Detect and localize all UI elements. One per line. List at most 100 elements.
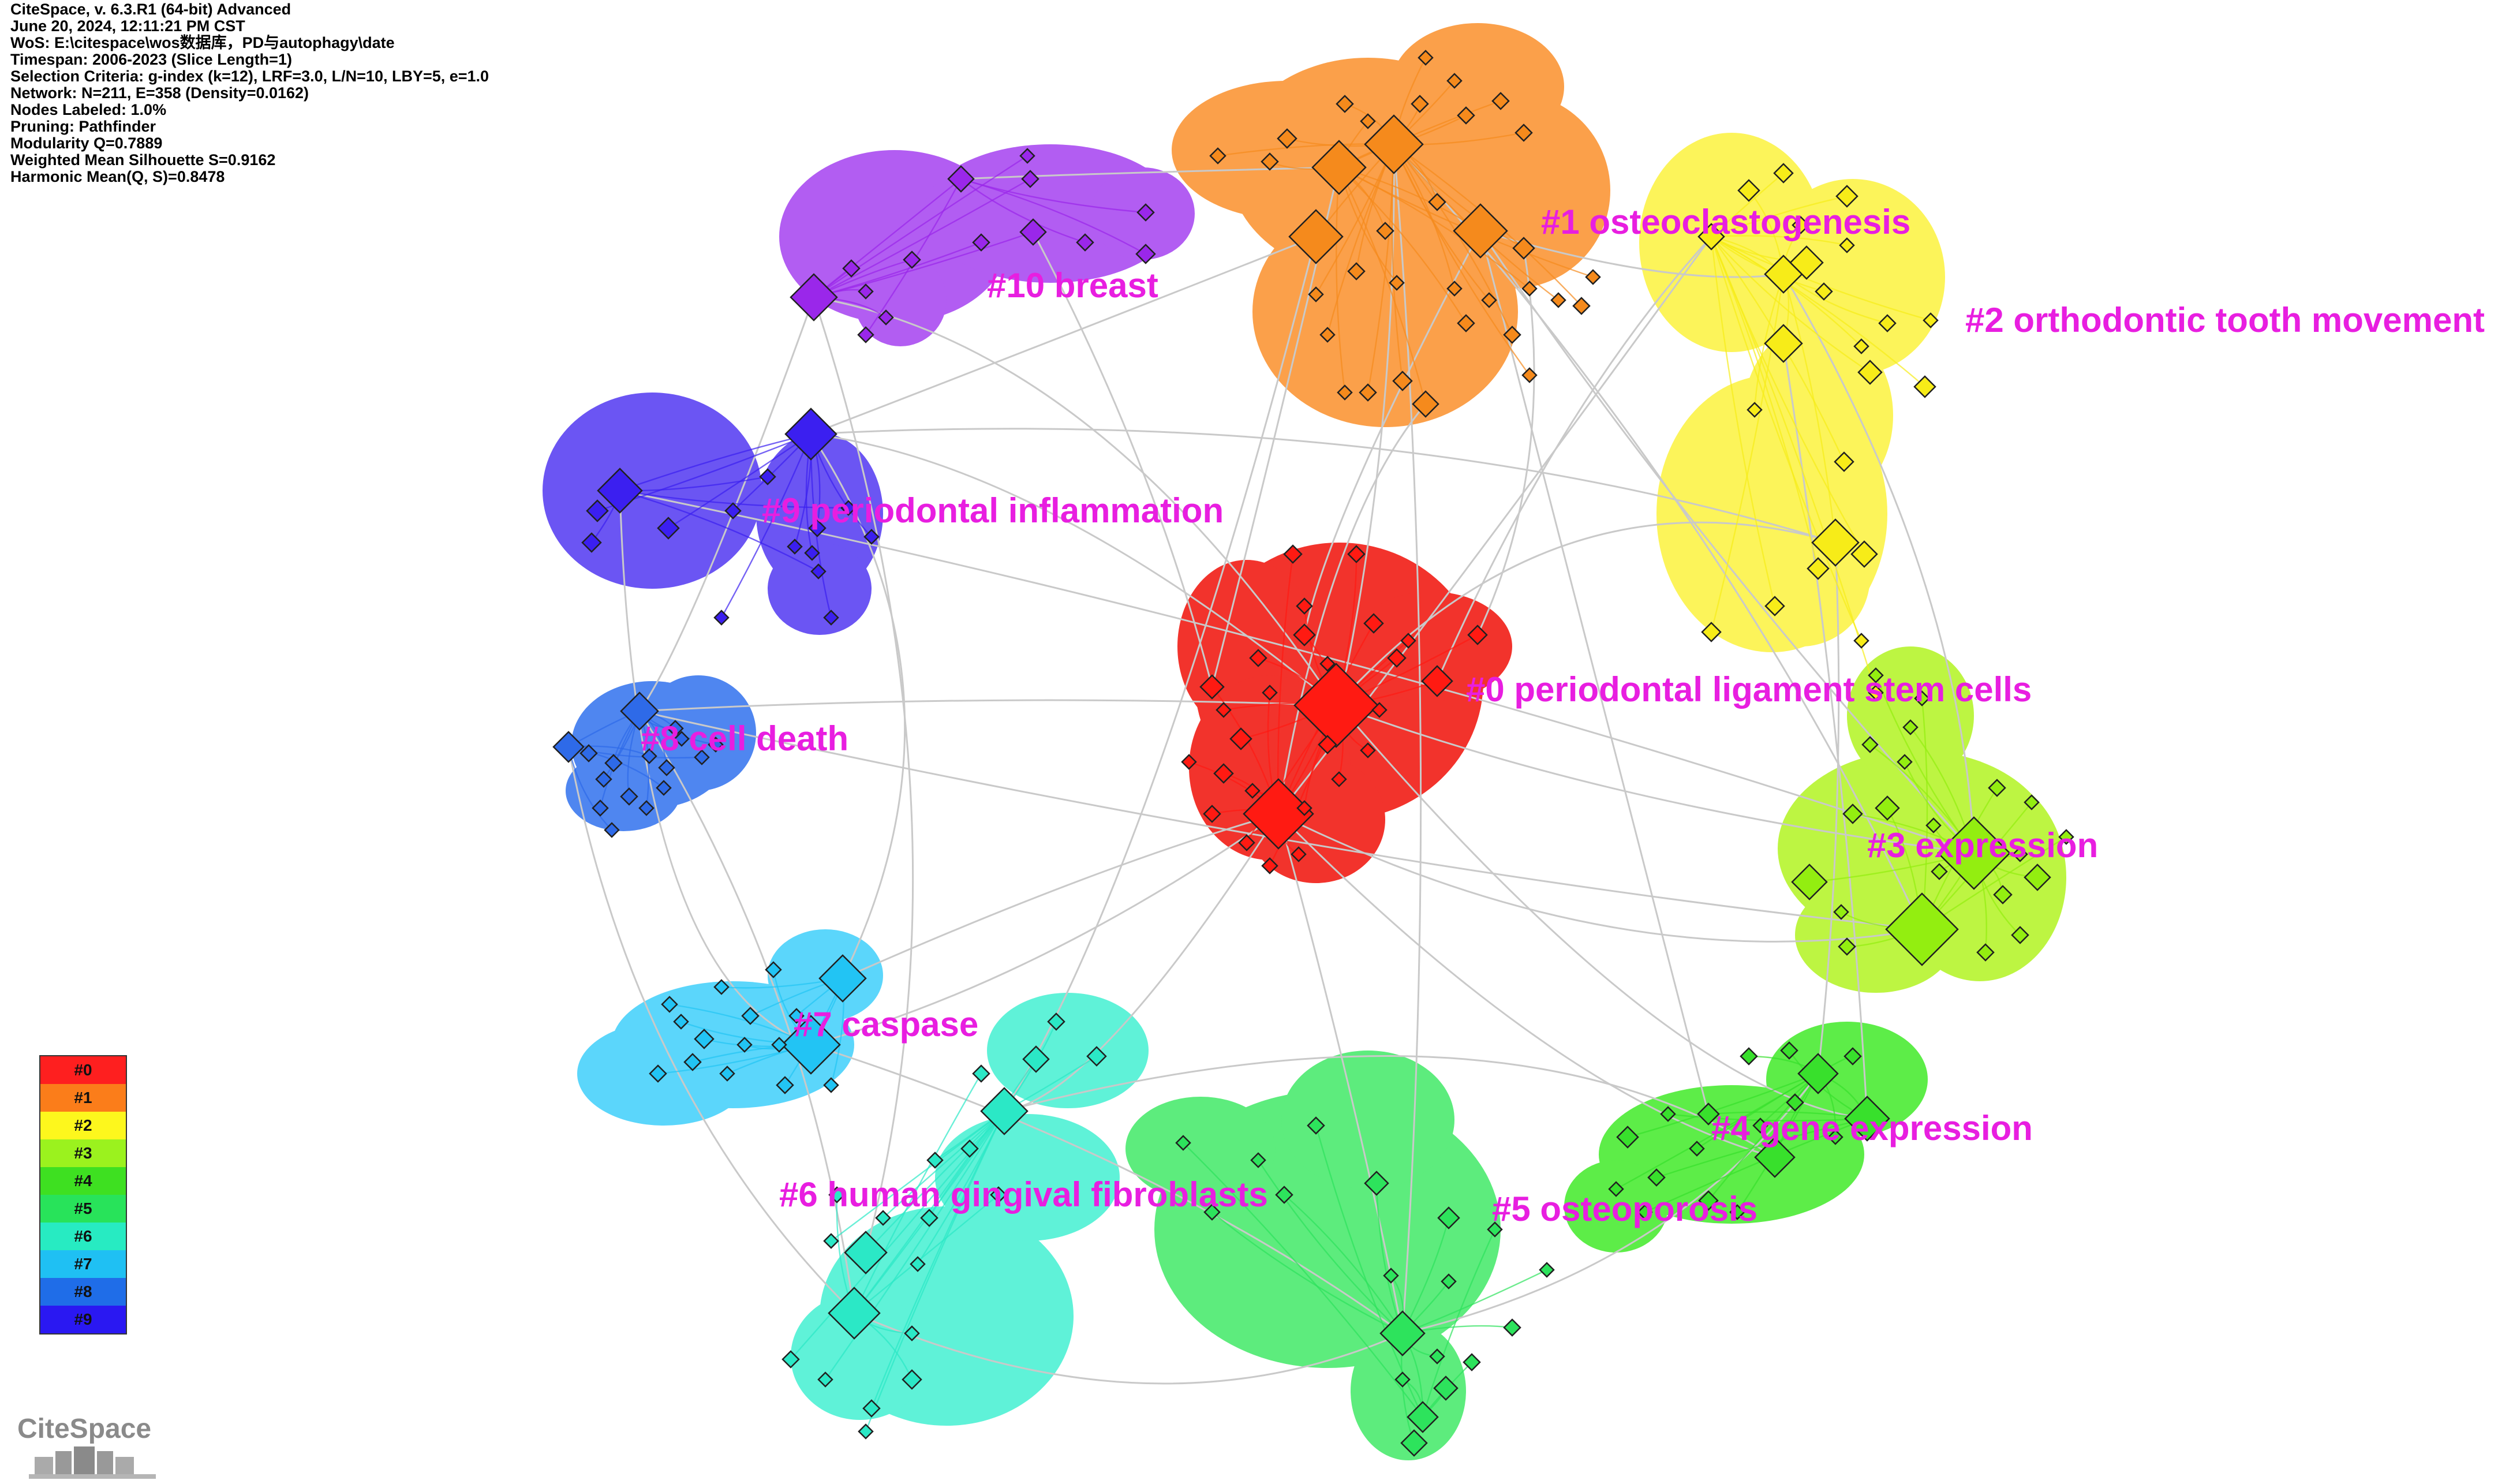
- keyword-node[interactable]: [776, 1076, 794, 1094]
- keyword-node[interactable]: [1135, 244, 1156, 264]
- keyword-node[interactable]: [592, 799, 609, 817]
- keyword-node[interactable]: [581, 532, 602, 553]
- keyword-node[interactable]: [972, 1064, 990, 1083]
- keyword-node[interactable]: [862, 1399, 881, 1418]
- keyword-node[interactable]: [2024, 864, 2051, 891]
- keyword-node[interactable]: [1293, 663, 1379, 748]
- keyword-node[interactable]: [1383, 1268, 1399, 1284]
- keyword-node[interactable]: [1229, 727, 1252, 750]
- keyword-node[interactable]: [1277, 128, 1297, 149]
- keyword-node[interactable]: [1441, 1273, 1457, 1289]
- keyword-node[interactable]: [1203, 1203, 1221, 1221]
- keyword-node[interactable]: [641, 748, 657, 764]
- keyword-node[interactable]: [1512, 237, 1535, 260]
- keyword-node[interactable]: [920, 1209, 938, 1227]
- keyword-node[interactable]: [2012, 846, 2028, 862]
- keyword-node[interactable]: [661, 996, 678, 1013]
- keyword-node[interactable]: [1457, 314, 1475, 332]
- cluster-label[interactable]: #2 orthodontic tooth movement: [1965, 301, 2485, 339]
- keyword-node[interactable]: [683, 1053, 702, 1071]
- keyword-node[interactable]: [1319, 656, 1336, 672]
- keyword-node[interactable]: [759, 468, 776, 485]
- keyword-node[interactable]: [1418, 50, 1434, 66]
- keyword-node[interactable]: [1647, 1168, 1666, 1187]
- keyword-node[interactable]: [552, 731, 585, 763]
- keyword-node[interactable]: [1463, 1353, 1481, 1371]
- keyword-node[interactable]: [823, 1077, 839, 1093]
- keyword-node[interactable]: [1585, 269, 1601, 285]
- keyword-node[interactable]: [1737, 179, 1760, 202]
- keyword-node[interactable]: [823, 610, 839, 626]
- keyword-node[interactable]: [724, 502, 742, 519]
- keyword-node[interactable]: [842, 259, 861, 278]
- keyword-node[interactable]: [1457, 106, 1475, 125]
- keyword-node[interactable]: [1811, 518, 1860, 567]
- keyword-node[interactable]: [1347, 262, 1366, 281]
- keyword-node[interactable]: [1307, 1116, 1325, 1135]
- cluster-label[interactable]: #1 osteoclastogenesis: [1541, 203, 1910, 241]
- keyword-node[interactable]: [1773, 163, 1794, 184]
- keyword-node[interactable]: [1308, 286, 1324, 302]
- keyword-node[interactable]: [1209, 147, 1226, 165]
- keyword-node[interactable]: [1913, 375, 1936, 398]
- keyword-node[interactable]: [1697, 223, 1725, 251]
- keyword-node[interactable]: [1843, 1047, 1862, 1066]
- keyword-node[interactable]: [788, 1008, 805, 1024]
- keyword-node[interactable]: [1689, 1141, 1705, 1157]
- keyword-node[interactable]: [1288, 209, 1344, 264]
- keyword-node[interactable]: [1931, 863, 1948, 880]
- keyword-node[interactable]: [823, 1233, 839, 1249]
- keyword-node[interactable]: [1868, 685, 1884, 701]
- keyword-node[interactable]: [1616, 1126, 1639, 1149]
- keyword-node[interactable]: [1400, 1429, 1428, 1457]
- keyword-node[interactable]: [910, 1256, 926, 1272]
- cluster-label[interactable]: #4 gene expression: [1711, 1109, 2033, 1147]
- keyword-node[interactable]: [713, 979, 730, 995]
- keyword-node[interactable]: [844, 1231, 888, 1274]
- keyword-node[interactable]: [902, 1369, 922, 1390]
- keyword-node[interactable]: [597, 468, 643, 514]
- keyword-node[interactable]: [604, 754, 623, 772]
- keyword-node[interactable]: [1379, 1310, 1426, 1356]
- keyword-node[interactable]: [781, 1015, 841, 1075]
- keyword-node[interactable]: [736, 1037, 753, 1053]
- keyword-node[interactable]: [1925, 817, 1942, 833]
- keyword-node[interactable]: [1853, 633, 1869, 649]
- keyword-node[interactable]: [1752, 1117, 1768, 1134]
- keyword-node[interactable]: [1827, 1129, 1843, 1145]
- keyword-node[interactable]: [1175, 1135, 1191, 1151]
- keyword-node[interactable]: [1839, 237, 1855, 253]
- keyword-node[interactable]: [1337, 384, 1353, 401]
- keyword-node[interactable]: [1467, 625, 1488, 645]
- keyword-node[interactable]: [1364, 1171, 1389, 1196]
- keyword-node[interactable]: [1318, 735, 1337, 754]
- keyword-node[interactable]: [1371, 702, 1388, 718]
- keyword-node[interactable]: [1437, 1206, 1460, 1229]
- keyword-node[interactable]: [1364, 114, 1424, 174]
- keyword-node[interactable]: [1181, 754, 1197, 770]
- keyword-node[interactable]: [620, 691, 659, 731]
- keyword-node[interactable]: [713, 610, 730, 626]
- keyword-node[interactable]: [1740, 1047, 1758, 1066]
- keyword-node[interactable]: [1487, 1221, 1503, 1238]
- keyword-node[interactable]: [1261, 857, 1278, 874]
- keyword-node[interactable]: [1902, 719, 1919, 735]
- keyword-node[interactable]: [1833, 904, 1849, 920]
- keyword-node[interactable]: [1786, 1093, 1804, 1112]
- keyword-node[interactable]: [1993, 885, 2013, 904]
- keyword-node[interactable]: [1429, 1348, 1445, 1365]
- keyword-node[interactable]: [1514, 124, 1533, 142]
- cluster-label[interactable]: #6 human gingival fibroblasts: [779, 1175, 1268, 1214]
- keyword-node[interactable]: [1433, 1375, 1459, 1401]
- keyword-node[interactable]: [1213, 763, 1234, 784]
- keyword-node[interactable]: [1389, 275, 1405, 291]
- keyword-node[interactable]: [1780, 1041, 1798, 1060]
- keyword-node[interactable]: [875, 1210, 891, 1226]
- keyword-node[interactable]: [1850, 540, 1878, 568]
- keyword-node[interactable]: [828, 1186, 846, 1203]
- keyword-node[interactable]: [1360, 742, 1376, 758]
- keyword-node[interactable]: [1789, 245, 1824, 280]
- keyword-node[interactable]: [787, 539, 803, 555]
- keyword-node[interactable]: [1503, 326, 1521, 344]
- keyword-node[interactable]: [1834, 451, 1854, 472]
